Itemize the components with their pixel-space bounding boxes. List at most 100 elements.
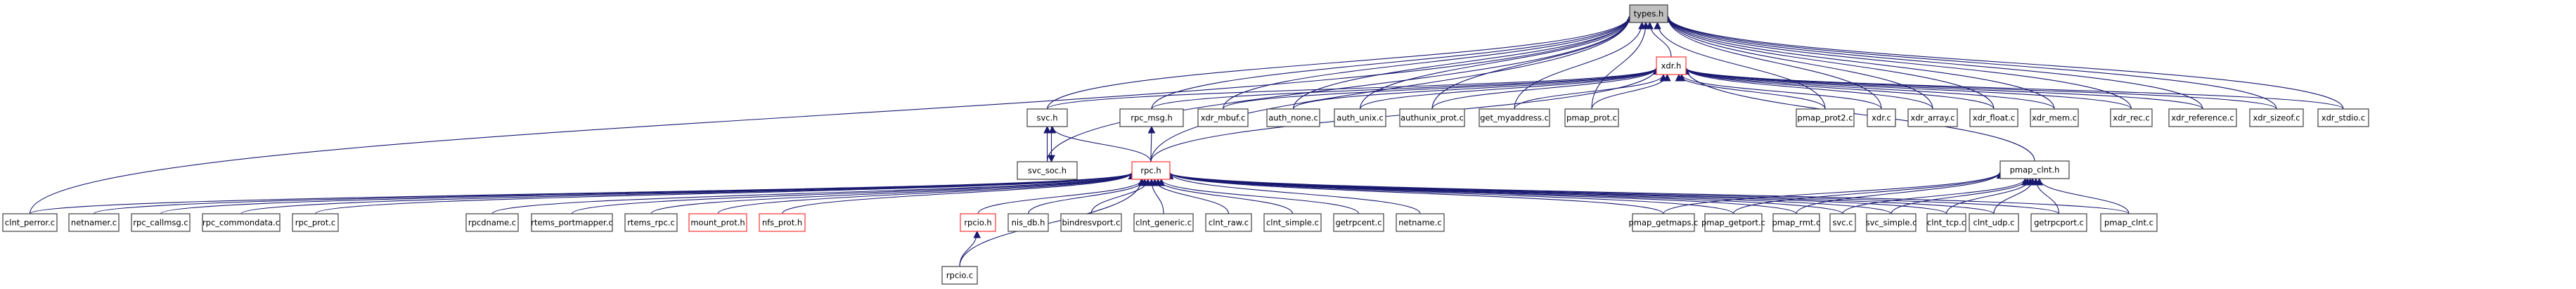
node-box[interactable] — [1629, 4, 1668, 23]
node-pmap-prot2-c[interactable]: pmap_prot2.c — [1796, 108, 1855, 127]
node-box[interactable] — [1866, 213, 1917, 232]
node-box[interactable] — [1999, 160, 2070, 179]
node-box[interactable] — [1969, 108, 2018, 127]
node-box[interactable] — [531, 213, 613, 232]
node-pmap-prot-c[interactable]: pmap_prot.c — [1564, 108, 1619, 127]
node-rpcio-c[interactable]: rpcio.c — [941, 266, 978, 285]
node-box[interactable] — [1969, 213, 2019, 232]
node-box[interactable] — [1007, 213, 1049, 232]
node-box[interactable] — [759, 213, 806, 232]
node-box[interactable] — [1017, 161, 1078, 180]
node-get-myaddress-c[interactable]: get_myaddress.c — [1479, 108, 1550, 127]
node-rpc-commondata-c[interactable]: rpc_commondata.c — [202, 213, 281, 232]
node-box[interactable] — [2249, 108, 2304, 127]
node-bindresvport-c[interactable]: bindresvport.c — [1060, 213, 1122, 232]
node-netnamer-c[interactable]: netnamer.c — [68, 213, 120, 232]
node-box[interactable] — [960, 213, 996, 232]
node-clnt-tcp-c[interactable]: clnt_tcp.c — [1926, 213, 1966, 232]
node-rpcio-h[interactable]: rpcio.h — [960, 213, 996, 232]
node-box[interactable] — [1907, 108, 1958, 127]
node-nfs-prot-h[interactable]: nfs_prot.h — [759, 213, 806, 232]
node-box[interactable] — [68, 213, 120, 232]
node-netname-c[interactable]: netname.c — [1396, 213, 1445, 232]
node-pmap-clnt-c[interactable]: pmap_clnt.c — [2100, 213, 2158, 232]
node-xdr-c[interactable]: xdr.c — [1867, 108, 1896, 127]
node-authunix-prot-c[interactable]: authunix_prot.c — [1399, 108, 1465, 127]
node-pmap-getport-c[interactable]: pmap_getport.c — [1701, 213, 1765, 232]
node-box[interactable] — [1026, 108, 1068, 127]
node-box[interactable] — [1396, 213, 1445, 232]
node-rtems-rpc-c[interactable]: rtems_rpc.c — [624, 213, 678, 232]
node-xdr-stdio-c[interactable]: xdr_stdio.c — [2317, 108, 2369, 127]
node-box[interactable] — [624, 213, 678, 232]
node-mount-prot-h[interactable]: mount_prot.h — [688, 213, 747, 232]
node-box[interactable] — [2100, 213, 2158, 232]
node-clnt-simple-c[interactable]: clnt_simple.c — [1263, 213, 1322, 232]
node-xdr-array-c[interactable]: xdr_array.c — [1907, 108, 1958, 127]
node-rpc-callmsg-c[interactable]: rpc_callmsg.c — [131, 213, 191, 232]
node-box[interactable] — [1119, 108, 1184, 127]
node-clnt-generic-c[interactable]: clnt_generic.c — [1133, 213, 1194, 232]
node-xdr-sizeof-c[interactable]: xdr_sizeof.c — [2249, 108, 2304, 127]
node-box[interactable] — [1772, 213, 1820, 232]
node-box[interactable] — [1334, 108, 1386, 127]
node-xdr-mem-c[interactable]: xdr_mem.c — [2030, 108, 2079, 127]
node-rpcdname-c[interactable]: rpcdname.c — [465, 213, 519, 232]
node-rpc-msg-h[interactable]: rpc_msg.h — [1119, 108, 1184, 127]
node-auth-none-c[interactable]: auth_none.c — [1266, 108, 1320, 127]
node-box[interactable] — [1479, 108, 1550, 127]
node-box[interactable] — [1564, 108, 1619, 127]
node-nis-db-h[interactable]: nis_db.h — [1007, 213, 1049, 232]
node-types-h[interactable]: types.h — [1629, 4, 1668, 23]
node-box[interactable] — [2110, 108, 2153, 127]
node-box[interactable] — [1133, 213, 1194, 232]
node-box[interactable] — [1266, 108, 1320, 127]
node-box[interactable] — [1704, 213, 1763, 232]
node-getrpcport-c[interactable]: getrpcport.c — [2030, 213, 2087, 232]
node-box[interactable] — [1205, 213, 1252, 232]
node-clnt-raw-c[interactable]: clnt_raw.c — [1205, 213, 1252, 232]
node-xdr-rec-c[interactable]: xdr_rec.c — [2110, 108, 2153, 127]
node-box[interactable] — [2030, 213, 2087, 232]
node-box[interactable] — [1131, 161, 1171, 180]
node-rpc-prot-c[interactable]: rpc_prot.c — [292, 213, 339, 232]
node-box[interactable] — [1796, 108, 1855, 127]
node-box[interactable] — [465, 213, 519, 232]
node-rpc-h[interactable]: rpc.h — [1131, 161, 1171, 180]
node-box[interactable] — [688, 213, 747, 232]
node-box[interactable] — [941, 266, 978, 285]
node-svc-h[interactable]: svc.h — [1026, 108, 1068, 127]
node-box[interactable] — [1060, 213, 1122, 232]
node-box[interactable] — [1656, 56, 1687, 75]
node-xdr-reference-c[interactable]: xdr_reference.c — [2168, 108, 2237, 127]
node-box[interactable] — [1197, 108, 1249, 127]
node-box[interactable] — [1632, 213, 1695, 232]
node-box[interactable] — [2168, 108, 2237, 127]
node-box[interactable] — [202, 213, 281, 232]
node-box[interactable] — [2317, 108, 2369, 127]
node-box[interactable] — [1263, 213, 1322, 232]
node-box[interactable] — [1333, 213, 1384, 232]
node-pmap-getmaps-c[interactable]: pmap_getmaps.c — [1628, 213, 1699, 232]
node-box[interactable] — [131, 213, 191, 232]
node-xdr-mbuf-c[interactable]: xdr_mbuf.c — [1197, 108, 1249, 127]
node-clnt-udp-c[interactable]: clnt_udp.c — [1969, 213, 2019, 232]
node-pmap-clnt-h[interactable]: pmap_clnt.h — [1999, 160, 2070, 179]
node-box[interactable] — [292, 213, 339, 232]
node-box[interactable] — [1399, 108, 1465, 127]
node-box[interactable] — [2, 213, 58, 232]
node-auth-unix-c[interactable]: auth_unix.c — [1334, 108, 1386, 127]
node-svc-simple-c[interactable]: svc_simple.c — [1866, 213, 1917, 232]
node-svc-soc-h[interactable]: svc_soc.h — [1017, 161, 1078, 180]
node-box[interactable] — [2030, 108, 2079, 127]
node-xdr-float-c[interactable]: xdr_float.c — [1969, 108, 2018, 127]
node-rtems-portmapper-c[interactable]: rtems_portmapper.c — [531, 213, 613, 232]
node-box[interactable] — [1926, 213, 1966, 232]
node-clnt-perror-c[interactable]: clnt_perror.c — [2, 213, 58, 232]
node-getrpcent-c[interactable]: getrpcent.c — [1333, 213, 1384, 232]
node-xdr-h[interactable]: xdr.h — [1656, 56, 1687, 75]
node-box[interactable] — [1829, 213, 1856, 232]
node-box[interactable] — [1867, 108, 1896, 127]
node-pmap-rmt-c[interactable]: pmap_rmt.c — [1772, 213, 1821, 232]
node-svc-c[interactable]: svc.c — [1829, 213, 1856, 232]
